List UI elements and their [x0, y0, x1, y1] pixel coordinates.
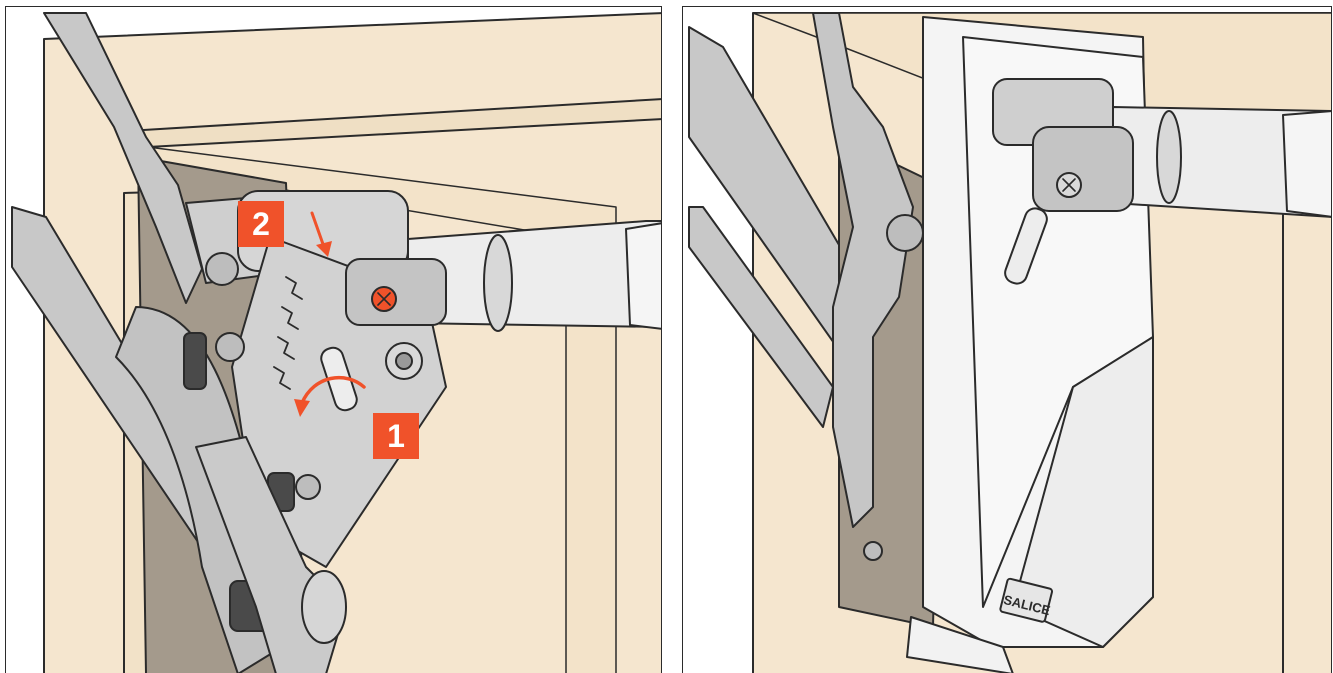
step-badge-2: 2 [238, 201, 284, 247]
piston-collar [1156, 110, 1182, 204]
piston-tip [625, 222, 661, 330]
hinge-arm-profile [812, 12, 914, 528]
rack-teeth [273, 276, 303, 390]
piston-tip [1282, 110, 1331, 218]
pivot-bolt-top [205, 252, 239, 286]
rubber-bumper-1 [183, 332, 207, 390]
mechanism-open-illustration [11, 12, 661, 673]
curved-arrow-icon [294, 375, 366, 417]
piston-collar [483, 234, 513, 332]
brand-plate [999, 577, 1054, 623]
mounting-screw [863, 541, 883, 561]
panel-step-cover-closed: SALICE [682, 6, 1332, 673]
adjuster-sleeve [1032, 126, 1134, 212]
lock-pin [1004, 207, 1048, 285]
panel-step-adjustment: 2 1 [5, 6, 662, 673]
pivot-bolt-middle [215, 332, 245, 362]
step-badge-1: 1 [373, 413, 419, 459]
cover-base-lip [906, 616, 1014, 673]
down-arrow-icon [310, 211, 332, 257]
pivot-bolt-lower [295, 474, 321, 500]
lever-arm-lower [688, 206, 834, 428]
pivot-bolt [886, 214, 924, 252]
lower-roller [301, 570, 347, 644]
cover-wedge [1012, 336, 1154, 648]
adjuster-sleeve [345, 258, 447, 326]
mechanism-covered-illustration: SALICE [688, 12, 1331, 673]
